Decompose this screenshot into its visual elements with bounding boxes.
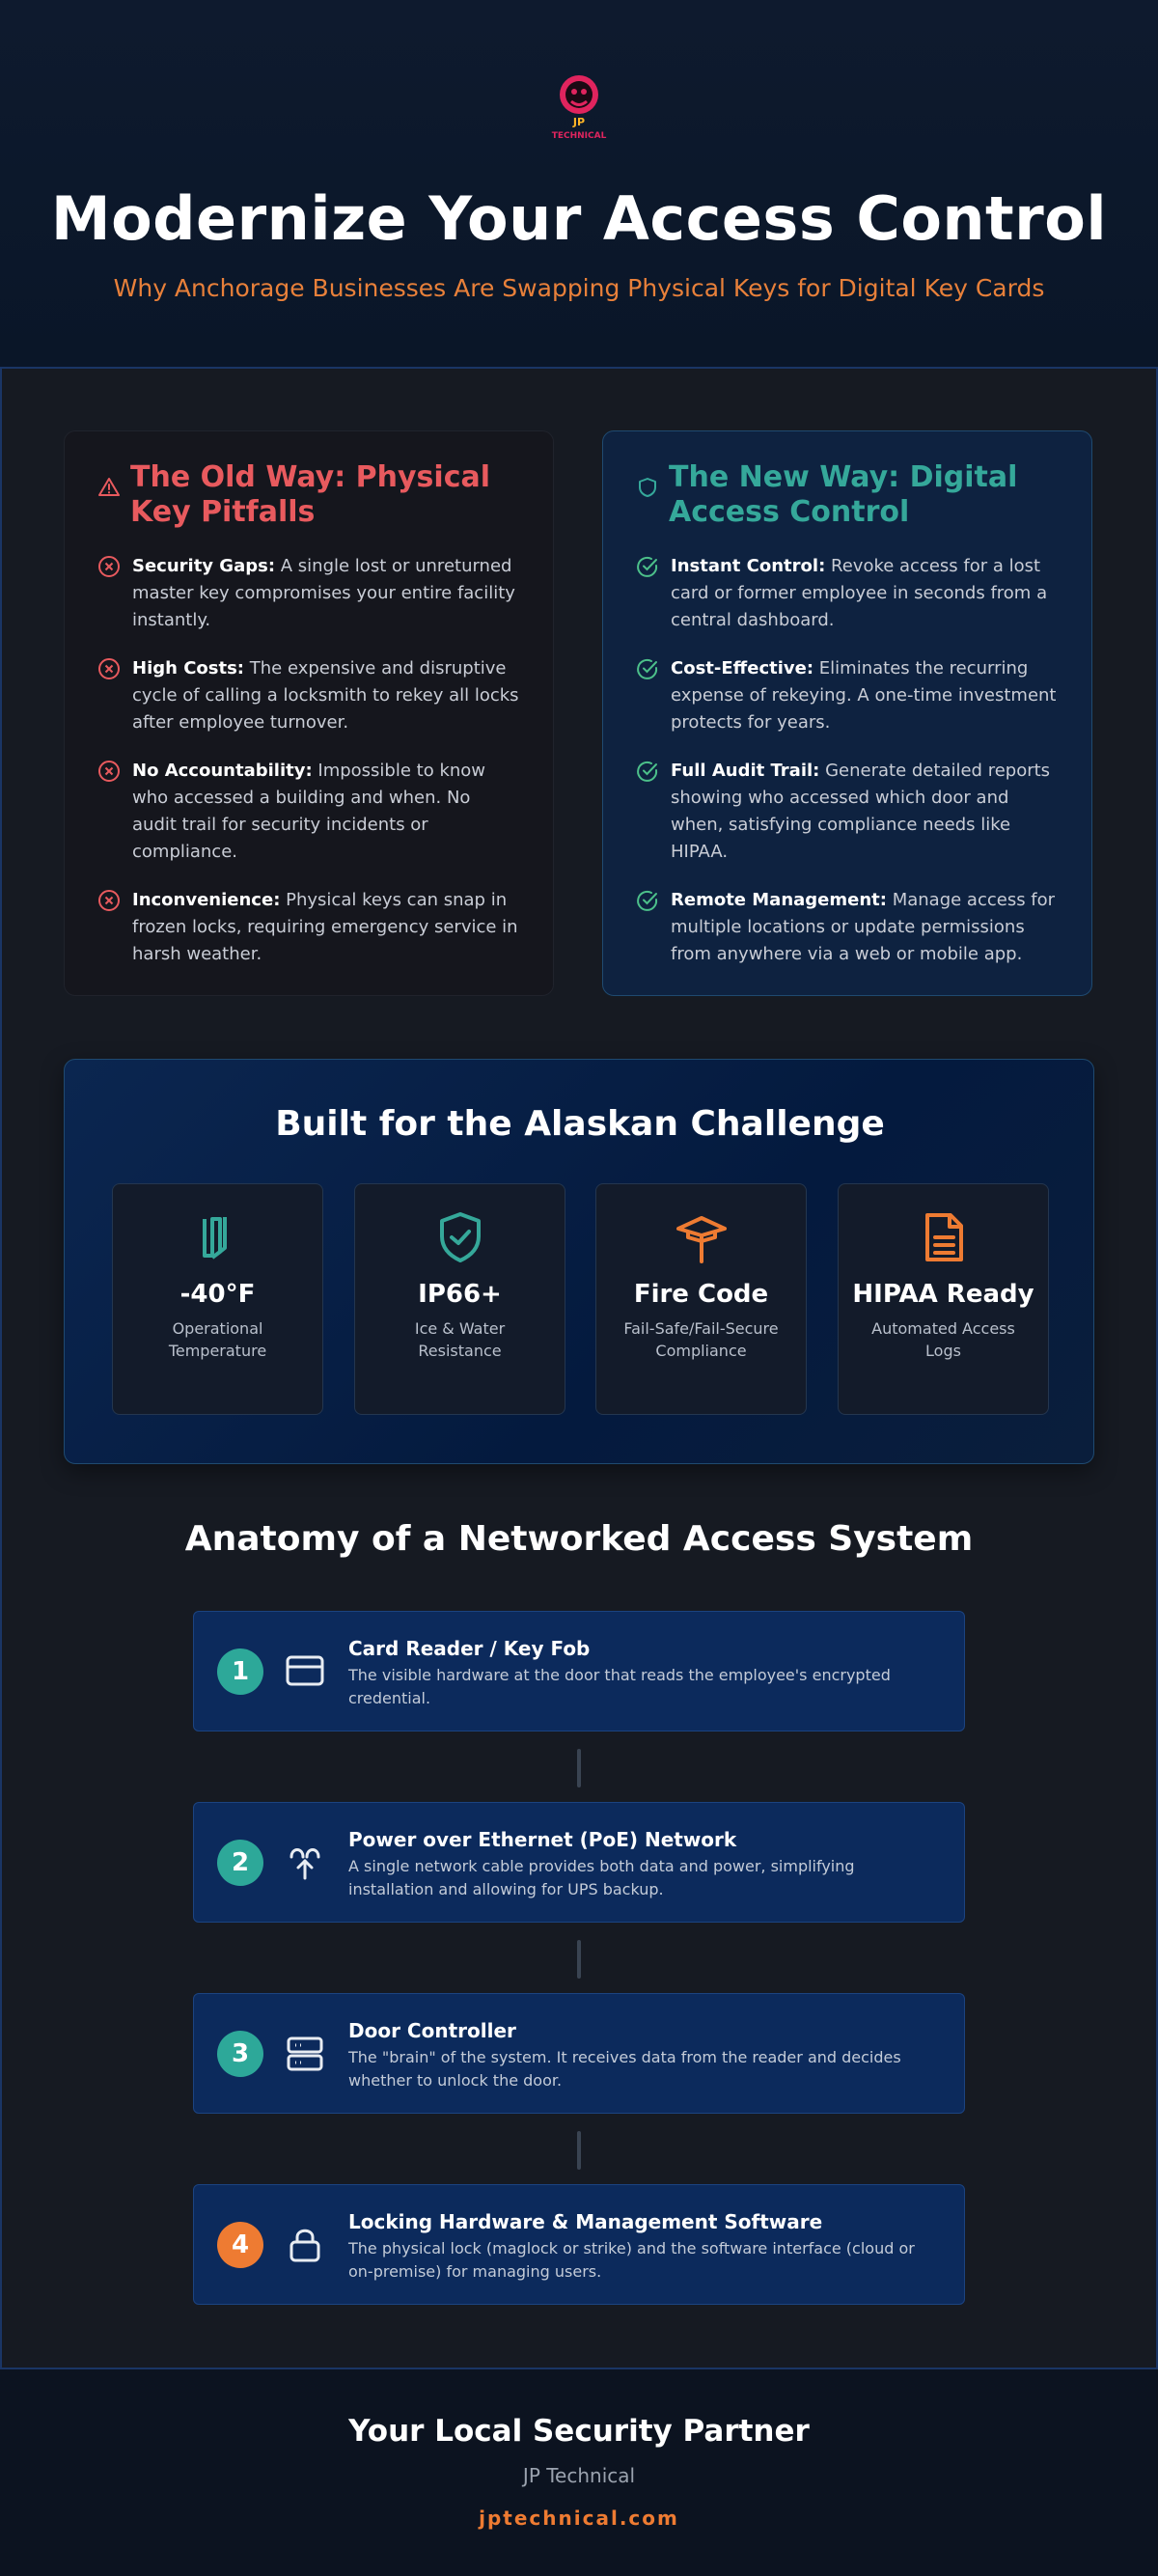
new-way-card: The New Way: Digital Access Control Inst…: [602, 430, 1092, 996]
alaskan-challenge-title: Built for the Alaskan Challenge: [275, 1104, 885, 1144]
document-icon: [924, 1213, 963, 1261]
point-label: High Costs:: [132, 658, 245, 679]
step-connector: [577, 1749, 581, 1787]
point-text: Revoke access for a lost card or former …: [671, 556, 1048, 630]
point-text: Eliminates the recurring expense of reke…: [671, 658, 1057, 733]
step-title: Locking Hardware & Management Software: [348, 2210, 823, 2233]
step-description: The "brain" of the system. It receives d…: [348, 2048, 901, 2090]
shield-icon: [639, 478, 656, 497]
point-label: Remote Management:: [671, 890, 887, 910]
point-text: Manage access for multiple locations or …: [671, 890, 1056, 964]
feature-value: HIPAA Ready: [852, 1280, 1034, 1309]
point-label: Inconvenience:: [132, 890, 281, 910]
new-way-title: The New Way: Digital Access Control: [669, 460, 1018, 529]
step-title: Power over Ethernet (PoE) Network: [348, 1828, 737, 1851]
old-way-point: No Accountability: Impossible to know wh…: [97, 758, 520, 866]
svg-text:TECHNICAL: TECHNICAL: [552, 131, 607, 141]
jp-technical-logo: JP TECHNICAL: [552, 75, 607, 141]
check-circle-icon: [637, 761, 658, 782]
point-text: Physical keys can snap in frozen locks, …: [132, 890, 518, 964]
check-circle-icon: [637, 890, 658, 911]
x-circle-icon: [98, 890, 120, 911]
feature-label: Ice & Water Resistance: [414, 1319, 506, 1360]
x-circle-icon: [98, 556, 120, 577]
feature-card-hipaa: HIPAA Ready Automated Access Logs: [838, 1183, 1049, 1415]
old-way-point: High Costs: The expensive and disruptive…: [97, 655, 520, 736]
check-circle-icon: [637, 658, 658, 679]
page-subtitle: Why Anchorage Businesses Are Swapping Ph…: [113, 274, 1045, 302]
x-circle-icon: [98, 761, 120, 782]
step-number-badge: 3: [217, 2031, 263, 2077]
anatomy-step: 2 Power over Ethernet (PoE) Network A si…: [193, 1802, 965, 1923]
feature-label: Fail-Safe/Fail-Secure Compliance: [623, 1319, 779, 1360]
footer-title: Your Local Security Partner: [348, 2414, 810, 2449]
point-label: Instant Control:: [671, 556, 826, 576]
step-number-badge: 4: [217, 2222, 263, 2268]
lock-icon: [290, 2229, 320, 2262]
page-title: Modernize Your Access Control: [50, 183, 1108, 254]
point-label: Security Gaps:: [132, 556, 276, 576]
new-way-point: Remote Management: Manage access for mul…: [636, 887, 1059, 968]
anatomy-title: Anatomy of a Networked Access System: [184, 1519, 974, 1559]
step-number-badge: 1: [217, 1648, 263, 1695]
point-text: Generate detailed reports showing who ac…: [671, 761, 1051, 862]
old-way-card: The Old Way: Physical Key Pitfalls Secur…: [64, 430, 554, 996]
step-number-badge: 2: [217, 1840, 263, 1886]
point-label: Full Audit Trail:: [671, 761, 820, 781]
check-circle-icon: [637, 556, 658, 577]
x-circle-icon: [98, 658, 120, 679]
step-connector: [577, 1940, 581, 1979]
footer-website-link[interactable]: jptechnical.com: [479, 2507, 679, 2530]
anatomy-step: 4 Locking Hardware & Management Software…: [193, 2184, 965, 2305]
step-title: Door Controller: [348, 2019, 516, 2042]
footer-company-name: JP Technical: [522, 2464, 636, 2487]
feature-value: -40°F: [179, 1280, 256, 1309]
feature-label: Automated Access Logs: [871, 1319, 1015, 1360]
step-title: Card Reader / Key Fob: [348, 1637, 591, 1660]
credit-card-icon: [286, 1655, 324, 1686]
point-text: The expensive and disruptive cycle of ca…: [132, 658, 519, 733]
warning-triangle-icon: [98, 478, 120, 496]
new-way-point: Instant Control: Revoke access for a los…: [636, 553, 1059, 634]
old-way-point: Inconvenience: Physical keys can snap in…: [97, 887, 520, 968]
feature-value: Fire Code: [633, 1280, 769, 1309]
anatomy-step: 1 Card Reader / Key Fob The visible hard…: [193, 1611, 965, 1731]
step-description: A single network cable provides both dat…: [348, 1857, 855, 1898]
page-footer: Your Local Security Partner JP Technical…: [0, 2368, 1158, 2576]
feature-value: IP66+: [418, 1280, 502, 1309]
point-label: No Accountability:: [132, 761, 313, 781]
feature-label: Operational Temperature: [168, 1319, 267, 1360]
feature-card-fire-code: Fire Code Fail-Safe/Fail-Secure Complian…: [595, 1183, 807, 1415]
point-text: A single lost or unreturned master key c…: [132, 556, 515, 630]
step-connector: [577, 2131, 581, 2170]
antenna-icon: [290, 1848, 320, 1880]
new-way-point: Full Audit Trail: Generate detailed repo…: [636, 758, 1059, 866]
old-way-title: The Old Way: Physical Key Pitfalls: [130, 460, 491, 529]
thermometer-icon: [202, 1217, 227, 1260]
signpost-icon: [676, 1216, 727, 1263]
feature-card-temperature: -40°F Operational Temperature: [112, 1183, 323, 1415]
point-label: Cost-Effective:: [671, 658, 814, 679]
svg-text:JP: JP: [572, 116, 585, 128]
step-description: The visible hardware at the door that re…: [348, 1666, 891, 1707]
new-way-point: Cost-Effective: Eliminates the recurring…: [636, 655, 1059, 736]
old-way-point: Security Gaps: A single lost or unreturn…: [97, 553, 520, 634]
alaskan-challenge-section: Built for the Alaskan Challenge -40°F Op…: [64, 1059, 1094, 1464]
step-description: The physical lock (maglock or strike) an…: [348, 2239, 915, 2281]
shield-check-icon: [439, 1212, 481, 1262]
anatomy-step: 3 Door Controller The "brain" of the sys…: [193, 1993, 965, 2114]
point-text: Impossible to know who accessed a buildi…: [132, 761, 486, 862]
server-icon: [287, 2036, 323, 2071]
feature-card-resistance: IP66+ Ice & Water Resistance: [354, 1183, 565, 1415]
page-header: JP TECHNICAL Modernize Your Access Contr…: [0, 0, 1158, 369]
